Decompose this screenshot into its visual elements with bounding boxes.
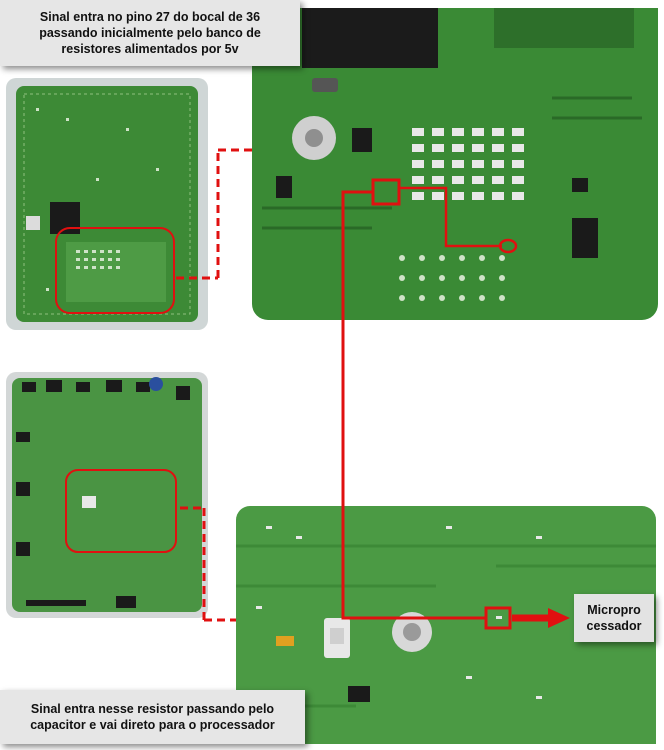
board-top-left-graphic	[6, 78, 208, 330]
board-bottom-left-photo	[6, 372, 208, 618]
caption-bottom: Sinal entra nesse resistor passando pelo…	[0, 690, 305, 744]
caption-bottom-line-2: capacitor e vai direto para o processado…	[30, 717, 275, 733]
board-top-right-zoom-photo	[252, 8, 658, 320]
caption-bottom-line-1: Sinal entra nesse resistor passando pelo	[30, 701, 275, 717]
microprocessor-label: Micropro cessador	[574, 594, 654, 642]
caption-top-line-3: resistores alimentados por 5v	[39, 41, 261, 57]
caption-top-line-1: Sinal entra no pino 27 do bocal de 36	[39, 9, 261, 25]
caption-top-line-2: passando inicialmente pelo banco de	[39, 25, 261, 41]
microprocessor-label-line-2: cessador	[587, 618, 642, 634]
board-top-right-graphic	[252, 8, 658, 320]
board-bottom-left-graphic	[6, 372, 208, 618]
board-top-left-photo	[6, 78, 208, 330]
caption-top: Sinal entra no pino 27 do bocal de 36 pa…	[0, 0, 300, 66]
microprocessor-label-line-1: Micropro	[587, 602, 640, 618]
